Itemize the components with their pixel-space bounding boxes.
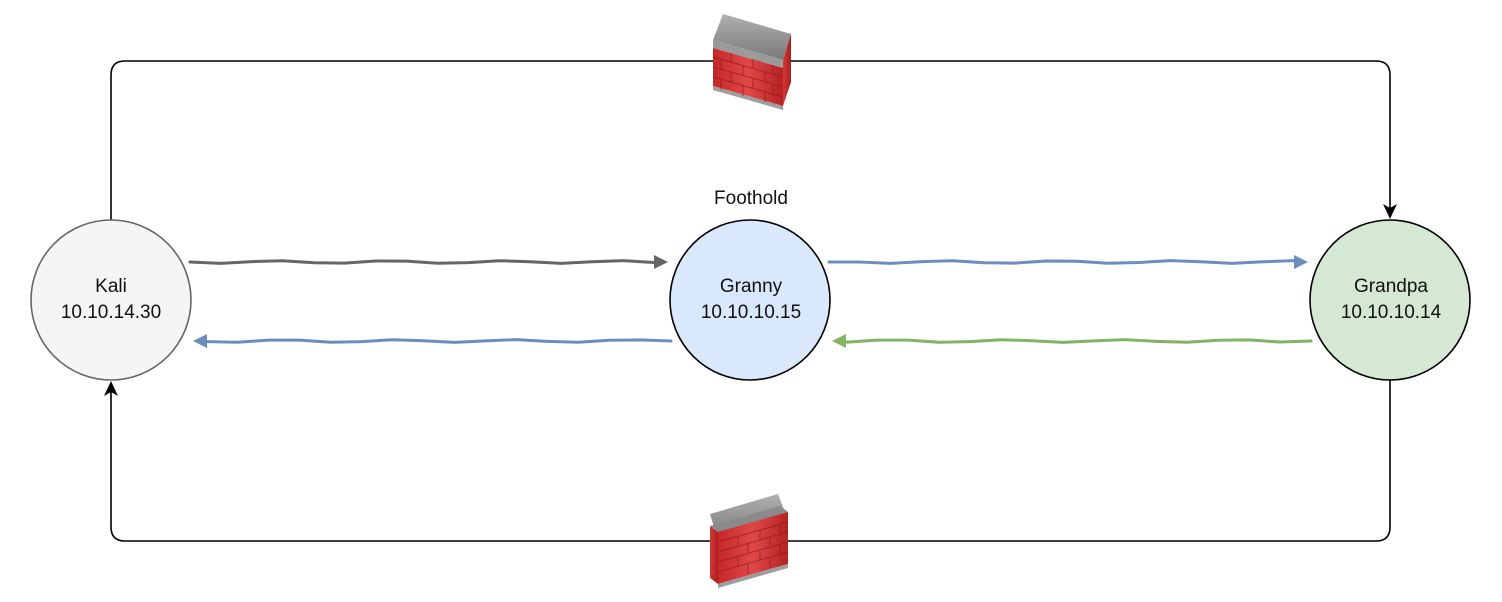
arrowhead	[832, 334, 846, 348]
edge-line	[205, 338, 673, 344]
firewall-icon	[710, 494, 789, 588]
node-grandpa-name: Grandpa	[1354, 276, 1428, 297]
firewall-bottom	[710, 494, 789, 588]
arrowhead	[193, 334, 207, 348]
firewall-icon	[712, 14, 791, 110]
node-kali-name: Kali	[95, 276, 127, 297]
edge-line	[188, 259, 656, 265]
arrowhead-kali-bottom	[104, 381, 118, 396]
node-granny-shape	[669, 219, 831, 381]
edge-granny-to-kali	[193, 334, 673, 348]
edge-line	[827, 259, 1296, 265]
edge-grandpa-to-granny	[832, 334, 1313, 348]
node-granny: Foothold Granny 10.10.10.15	[669, 188, 831, 381]
node-kali-ip: 10.10.14.30	[61, 302, 161, 323]
arrowhead	[1294, 255, 1308, 269]
firewall-top	[712, 14, 791, 110]
edge-kali-to-granny	[188, 255, 668, 269]
node-grandpa: Grandpa 10.10.10.14	[1309, 219, 1471, 381]
node-kali-shape	[30, 219, 192, 381]
edge-line	[844, 338, 1313, 344]
node-kali: Kali 10.10.14.30	[30, 219, 192, 381]
node-grandpa-shape	[1309, 219, 1471, 381]
node-grandpa-ip: 10.10.10.14	[1341, 302, 1442, 323]
node-granny-caption: Foothold	[714, 188, 788, 209]
arrowhead	[654, 255, 668, 269]
node-granny-name: Granny	[720, 276, 783, 297]
edge-granny-to-grandpa	[827, 255, 1308, 269]
arrowhead-grandpa-top	[1383, 204, 1397, 219]
node-granny-ip: 10.10.10.15	[701, 302, 801, 323]
